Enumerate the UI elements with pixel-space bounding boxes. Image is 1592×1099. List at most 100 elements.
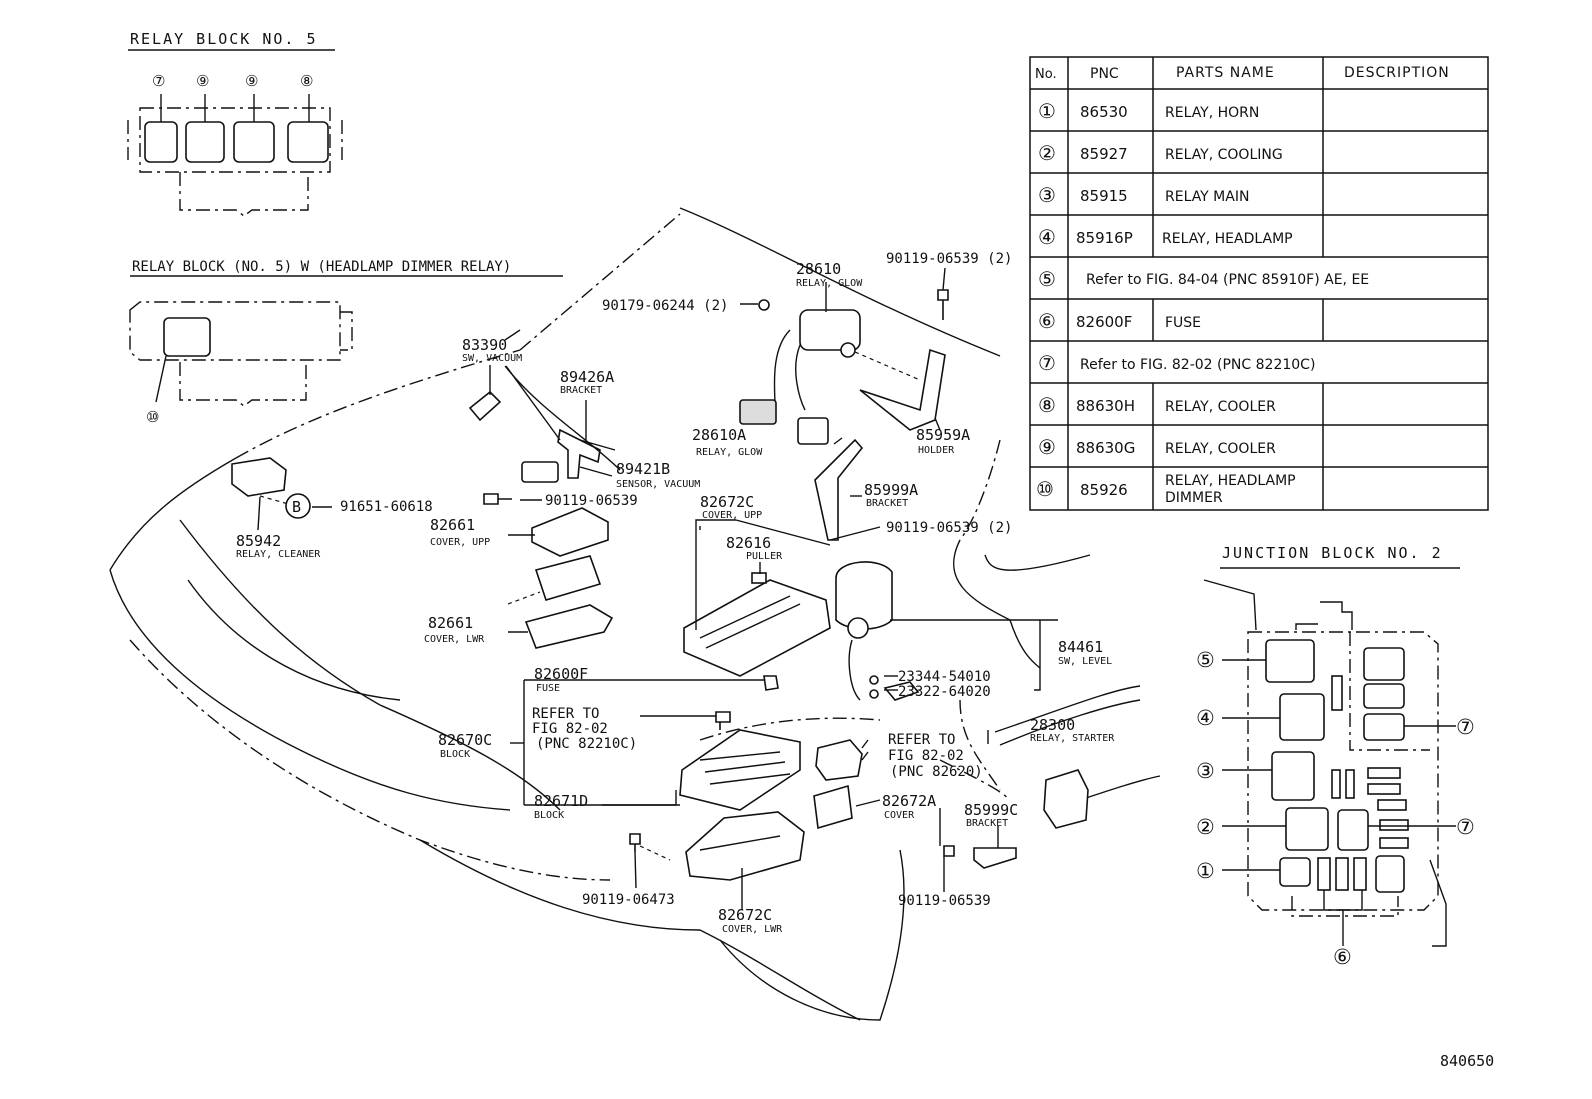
label-28300: 28300 — [1030, 716, 1075, 734]
label-82616: 82616 — [726, 534, 771, 552]
desc-89426A: BRACKET — [560, 385, 602, 396]
label-90119-left: 90119-06539 — [545, 493, 638, 509]
desc-85999C: BRACKET — [966, 818, 1008, 829]
jb-marker-6: ⑥ — [1333, 945, 1352, 969]
slot-marker-7: ⑦ — [152, 72, 165, 90]
row-3-name: RELAY MAIN — [1165, 189, 1249, 205]
label-82661-lwr: 82661 — [428, 614, 473, 632]
row-4-no: ④ — [1038, 225, 1056, 249]
label-85942: 85942 — [236, 532, 281, 550]
slot-marker-10: ⑩ — [146, 408, 159, 426]
junction-block-2: JUNCTION BLOCK NO. 2 — [1196, 544, 1475, 969]
desc-85999A: BRACKET — [866, 498, 908, 509]
relay-block-5-title: RELAY BLOCK NO. 5 — [130, 30, 318, 48]
row-6-name: FUSE — [1165, 315, 1201, 331]
row-9-name: RELAY, COOLER — [1165, 441, 1276, 457]
callout-labels: 28610 RELAY, GLOW 90119-06539 (2) 90179-… — [236, 251, 1115, 935]
row-3-no: ③ — [1038, 183, 1056, 207]
label-82672C-upp: 82672C — [700, 493, 754, 511]
row-8-name: RELAY, COOLER — [1165, 399, 1276, 415]
label-90119-top: 90119-06539 (2) — [886, 251, 1012, 267]
desc-82661-upp: COVER, UPP — [430, 537, 490, 548]
label-82672A: 82672A — [882, 792, 936, 810]
row-4-name: RELAY, HEADLAMP — [1162, 231, 1293, 247]
figure-id: 840650 — [1440, 1052, 1494, 1070]
label-82661-upp: 82661 — [430, 516, 475, 534]
label-82600F: 82600F — [534, 665, 588, 683]
desc-82661-lwr: COVER, LWR — [424, 634, 485, 645]
row-10-name-2: DIMMER — [1165, 490, 1223, 506]
desc-83390: SW, VACUUM — [462, 353, 522, 364]
row-8-no: ⑧ — [1038, 393, 1056, 417]
row-1-name: RELAY, HORN — [1165, 105, 1259, 121]
label-85959A: 85959A — [916, 426, 970, 444]
refer2-line1: REFER TO — [888, 732, 955, 748]
label-90119-mid: 90119-06539 (2) — [886, 520, 1012, 536]
label-90119-bottom: 90119-06539 — [898, 893, 991, 909]
slot-marker-9b: ⑨ — [245, 72, 258, 90]
junction-block-title: JUNCTION BLOCK NO. 2 — [1222, 544, 1443, 562]
row-6-pnc: 82600F — [1076, 313, 1132, 331]
relay-block-5w-title: RELAY BLOCK (NO. 5) W (HEADLAMP DIMMER R… — [132, 259, 511, 275]
label-89426A: 89426A — [560, 368, 614, 386]
header-no: No. — [1035, 67, 1057, 82]
row-10-no: ⑩ — [1036, 477, 1054, 501]
callout-b-letter: B — [292, 498, 301, 516]
refer2-line2: FIG 82-02 — [888, 748, 964, 764]
label-85999A: 85999A — [864, 481, 918, 499]
label-84461: 84461 — [1058, 638, 1103, 656]
row-2-no: ② — [1038, 141, 1056, 165]
jb-marker-7b: ⑦ — [1456, 815, 1475, 839]
label-83390: 83390 — [462, 336, 507, 354]
row-9-pnc: 88630G — [1076, 439, 1135, 457]
row-7-no: ⑦ — [1038, 351, 1056, 375]
refer1-line1: REFER TO — [532, 706, 599, 722]
desc-82672C-lwr: COVER, LWR — [722, 924, 783, 935]
jb-marker-3: ③ — [1196, 759, 1215, 783]
label-85999C: 85999C — [964, 801, 1018, 819]
label-82671D: 82671D — [534, 792, 588, 810]
desc-82672C-upp: COVER, UPP — [702, 510, 762, 521]
parts-table: No. PNC PARTS NAME DESCRIPTION ① 86530 R… — [1029, 56, 1489, 511]
row-4-pnc: 85916P — [1076, 229, 1133, 247]
header-parts-name: PARTS NAME — [1176, 65, 1275, 81]
row-10-pnc: 85926 — [1080, 481, 1128, 499]
label-23344: 23344-54010 — [898, 669, 991, 685]
row-7-note: Refer to FIG. 82-02 (PNC 82210C) — [1080, 357, 1315, 373]
label-90119-06473: 90119-06473 — [582, 892, 675, 908]
label-90179: 90179-06244 (2) — [602, 298, 728, 314]
row-1-no: ① — [1038, 99, 1056, 123]
label-82672C-lwr: 82672C — [718, 906, 772, 924]
refer1-line2: FIG 82-02 — [532, 721, 608, 737]
label-91651: 91651-60618 — [340, 499, 433, 515]
jb-marker-4: ④ — [1196, 706, 1215, 730]
part-drawings — [231, 289, 1089, 881]
slot-marker-8: ⑧ — [300, 72, 313, 90]
row-6-no: ⑥ — [1038, 309, 1056, 333]
jb-marker-2: ② — [1196, 815, 1215, 839]
jb-marker-7a: ⑦ — [1456, 715, 1475, 739]
slot-marker-9a: ⑨ — [196, 72, 209, 90]
row-2-pnc: 85927 — [1080, 145, 1128, 163]
refer2-line3: (PNC 82620) — [890, 764, 983, 780]
label-23322: 23322-64020 — [898, 684, 991, 700]
refer1-line3: (PNC 82210C) — [536, 736, 637, 752]
leader-lines — [257, 267, 1058, 910]
relay-block-5: RELAY BLOCK NO. 5 ⑦ ⑨ ⑨ ⑧ — [127, 30, 343, 217]
desc-82671D: BLOCK — [534, 810, 564, 821]
row-3-pnc: 85915 — [1080, 187, 1128, 205]
row-2-name: RELAY, COOLING — [1165, 147, 1283, 163]
label-89421B: 89421B — [616, 460, 670, 478]
desc-82616: PULLER — [746, 551, 783, 562]
header-pnc: PNC — [1090, 66, 1119, 82]
desc-28300: RELAY, STARTER — [1030, 733, 1115, 744]
label-82670C: 82670C — [438, 731, 492, 749]
vehicle-body-outline — [109, 207, 1161, 1021]
desc-89421B: SENSOR, VACUUM — [616, 479, 700, 490]
desc-85942: RELAY, CLEANER — [236, 549, 321, 560]
relay-block-5w: RELAY BLOCK (NO. 5) W (HEADLAMP DIMMER R… — [129, 259, 563, 426]
row-10-name: RELAY, HEADLAMP — [1165, 473, 1296, 489]
row-1-pnc: 86530 — [1080, 103, 1128, 121]
row-5-no: ⑤ — [1038, 267, 1056, 291]
